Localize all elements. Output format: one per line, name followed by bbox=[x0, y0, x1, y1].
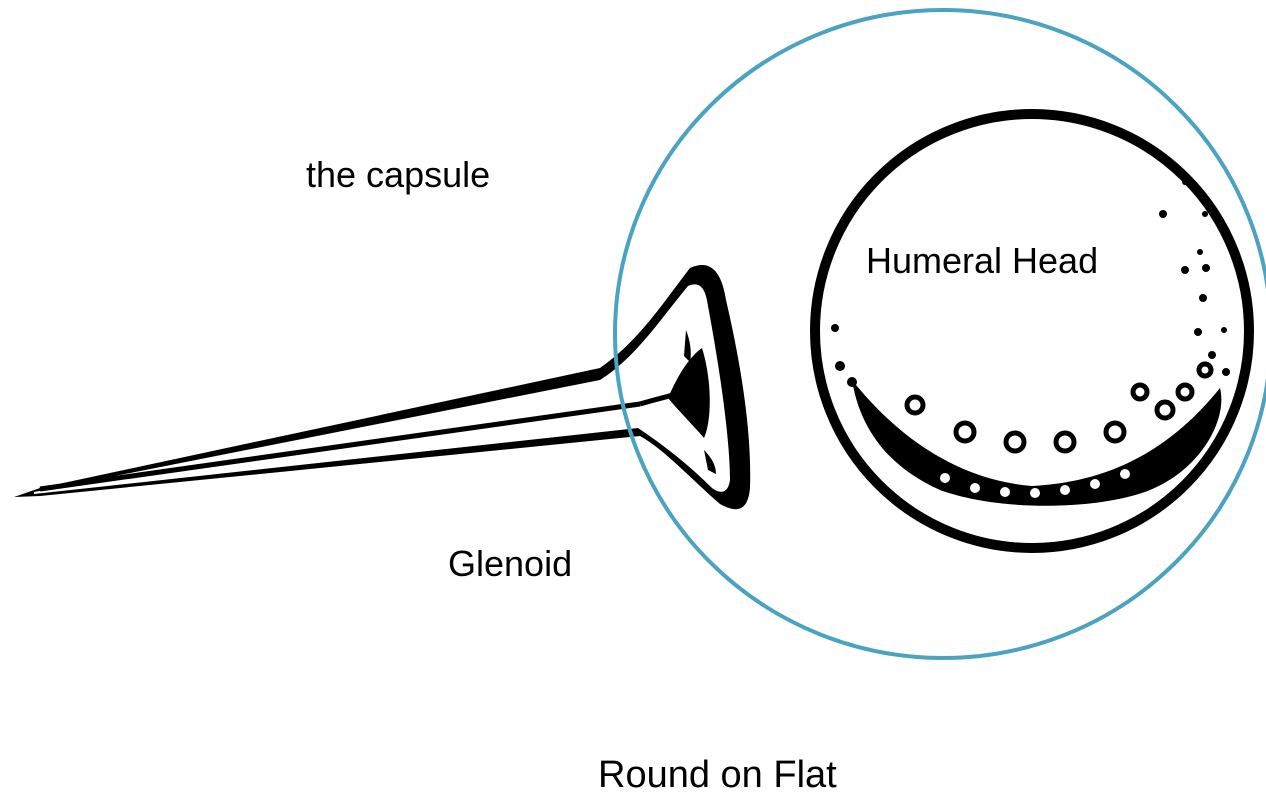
ball-outline bbox=[815, 114, 1249, 548]
golf-ball-icon bbox=[815, 114, 1249, 548]
glenoid-label: Glenoid bbox=[448, 546, 572, 582]
caption: Round on Flat bbox=[598, 756, 837, 794]
golf-tee-icon bbox=[14, 265, 750, 509]
humeral-head-label: Humeral Head bbox=[866, 243, 1098, 279]
tee-inner-highlight bbox=[34, 284, 730, 494]
capsule-label: the capsule bbox=[306, 157, 490, 193]
tee-stem-line bbox=[40, 404, 640, 489]
